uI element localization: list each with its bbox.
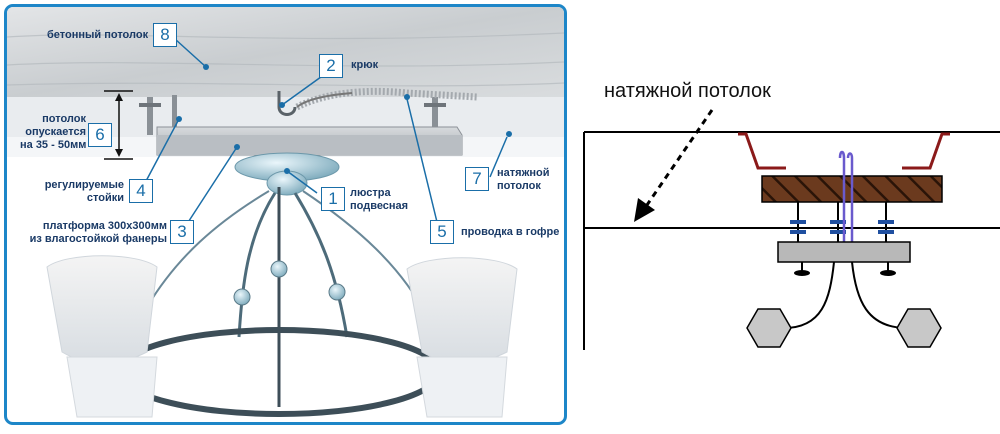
- arm-right: [293, 192, 349, 338]
- label-concrete-ceiling: бетонный потолок: [47, 29, 149, 41]
- bead-right: [328, 283, 346, 301]
- leader-lines: [144, 38, 508, 228]
- bracket-left: [738, 132, 786, 170]
- wire-to-hook: [296, 92, 353, 108]
- label-stretch-ceiling: натяжной потолок: [497, 167, 550, 193]
- arm-far-left: [146, 190, 270, 308]
- bolt-left: [790, 202, 806, 242]
- lamp-shade-left: [46, 255, 158, 364]
- label-ceiling-drop-line3: на 35 - 50мм: [20, 139, 87, 151]
- schematic-stretch-ceiling-label: натяжной потолок: [604, 80, 771, 102]
- label-platform-line1: платформа 300x300мм: [42, 220, 167, 232]
- lamp-right: [896, 308, 942, 348]
- lamp-cable-left: [783, 261, 835, 329]
- plate-screw-right: [880, 262, 896, 276]
- schematic-drawing: [583, 109, 1000, 350]
- label-stretch-ceiling-line1: натяжной: [497, 167, 550, 179]
- lamp-cable-right: [851, 261, 908, 329]
- plate-screw-left: [794, 262, 810, 276]
- label-hook: крюк: [351, 59, 379, 71]
- stretch-ceiling-schematic: натяжной потолок: [572, 0, 1000, 429]
- canopy-body: [266, 170, 308, 196]
- chandelier-installation-illustration: бетонный потолок 8 2 крюк потолок опуска…: [4, 4, 567, 425]
- pointer-arrow-dashed: [645, 109, 714, 206]
- power-wire: [838, 150, 854, 244]
- concrete-slab: [7, 7, 564, 97]
- lamp-shade-right-low: [416, 356, 508, 418]
- label-stretch-ceiling-line2: потолок: [497, 180, 541, 192]
- marker-1: 1: [321, 187, 345, 211]
- label-chandelier: люстра подвесная: [350, 187, 408, 213]
- marker-2: 2: [319, 54, 343, 78]
- marker-4: 4: [129, 179, 153, 203]
- label-ceiling-drop: потолок опускается на 35 - 50мм: [20, 113, 86, 152]
- marker-8: 8: [153, 23, 177, 47]
- leader-dots: [176, 64, 512, 174]
- bracket-right: [902, 132, 950, 170]
- lamp-shade-right: [406, 257, 518, 364]
- hook: [277, 91, 297, 116]
- label-ceiling-drop-line2: опускается: [25, 126, 86, 138]
- arm-left: [237, 192, 277, 338]
- label-adjustable-posts-line2: стойки: [86, 192, 124, 204]
- label-adjustable-posts-line1: регулируемые: [44, 179, 124, 191]
- bolt-right: [878, 202, 894, 242]
- installation-scene: [7, 7, 564, 418]
- pointer-arrowhead: [634, 198, 655, 222]
- label-ceiling-drop-line1: потолок: [42, 113, 86, 125]
- label-wiring: проводка в гофре: [461, 226, 560, 238]
- label-platform-line2: из влагостойкой фанеры: [29, 233, 167, 245]
- bead-left: [233, 288, 251, 306]
- label-adjustable-posts: регулируемые стойки: [40, 179, 124, 205]
- marker-5: 5: [430, 220, 454, 244]
- adjustable-post-right: [424, 97, 446, 135]
- lamp-shade-left-low: [66, 356, 158, 418]
- label-platform: платформа 300x300мм из влагостойкой фане…: [27, 220, 167, 246]
- drop-dimension: [104, 90, 133, 160]
- bolt-center: [830, 202, 846, 242]
- fixture-base-plate: [777, 241, 911, 263]
- lamp-left: [746, 308, 792, 348]
- marker-7: 7: [465, 167, 489, 191]
- label-chandelier-line2: подвесная: [350, 200, 409, 212]
- platform-edge: [157, 135, 462, 155]
- marker-6: 6: [88, 123, 112, 147]
- bead-center: [270, 260, 288, 278]
- adjustable-post-left: [139, 97, 161, 135]
- label-chandelier-line1: люстра: [350, 187, 391, 199]
- marker-3: 3: [170, 220, 194, 244]
- corrugated-wiring: [295, 87, 478, 111]
- concrete-texture: [7, 32, 564, 87]
- adjustable-post-mid: [172, 95, 177, 135]
